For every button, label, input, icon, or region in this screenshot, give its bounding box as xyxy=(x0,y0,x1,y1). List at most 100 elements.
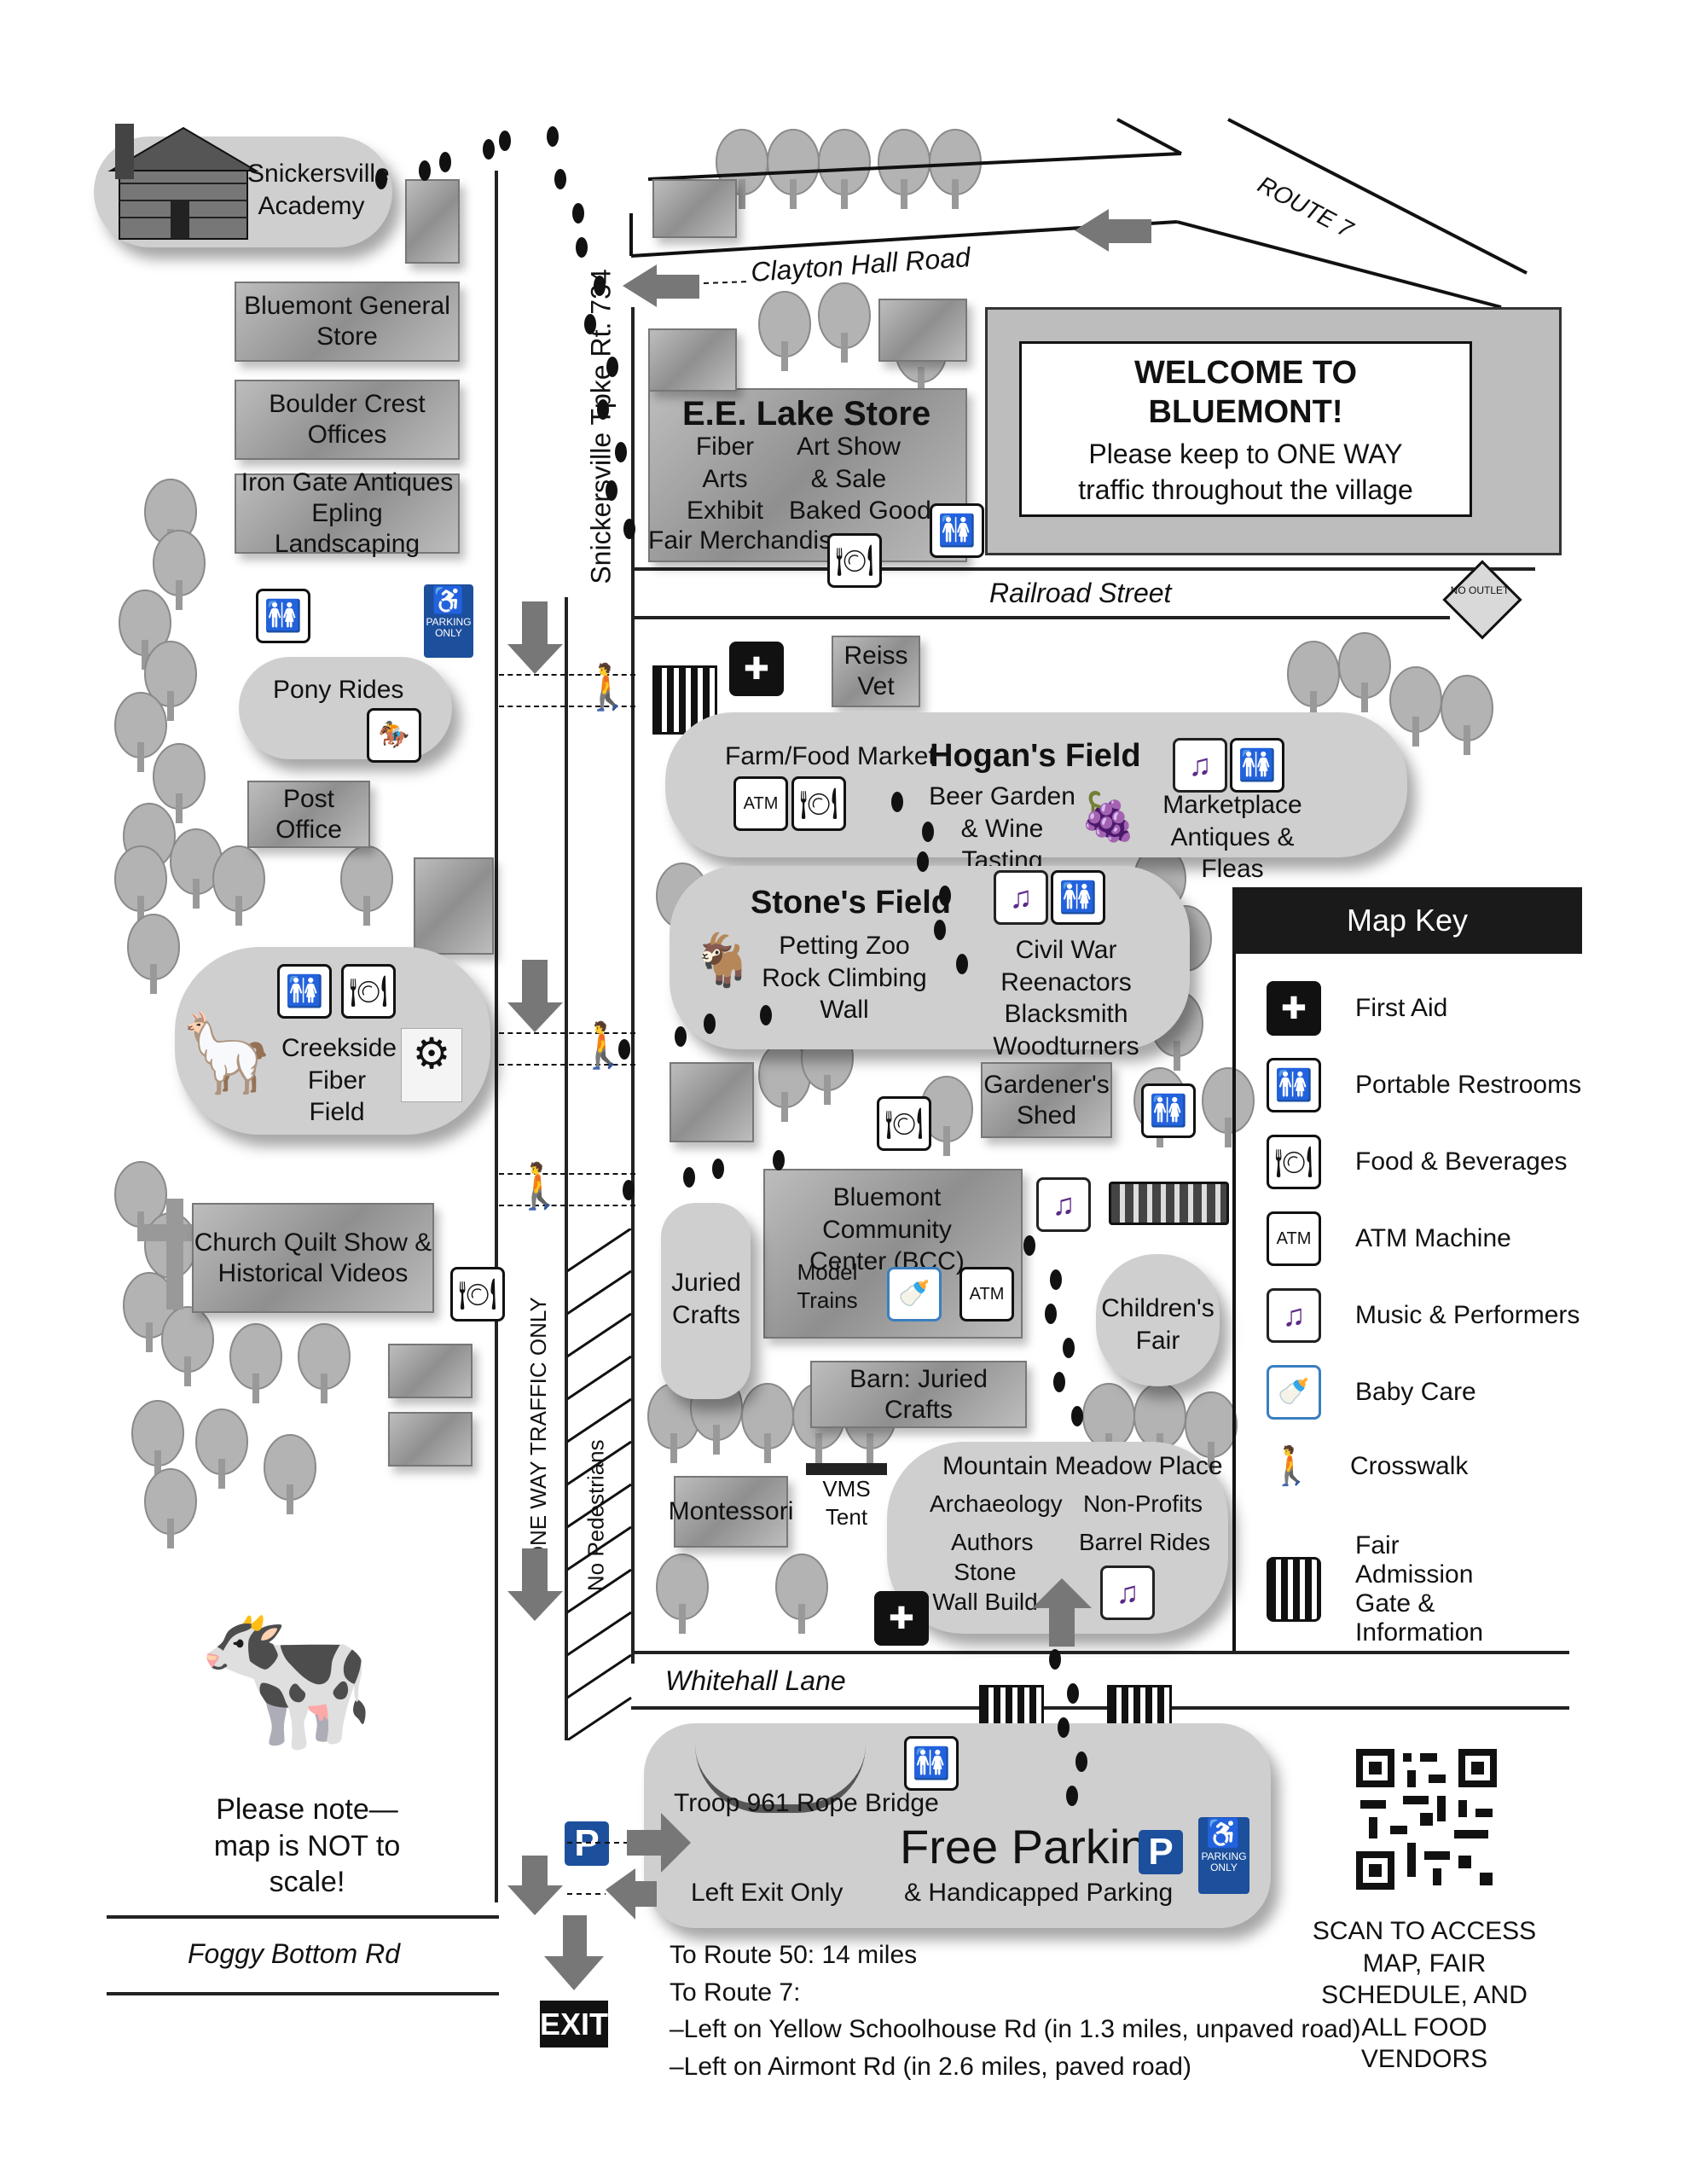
scan-label: SCAN TO ACCESS MAP, FAIR SCHEDULE, AND A… xyxy=(1312,1917,1537,2073)
rope-bridge-icon xyxy=(695,1745,866,1813)
key-row: ATM ATM Machine xyxy=(1267,1211,1511,1266)
key-label: Food & Beverages xyxy=(1355,1147,1568,1176)
restroom-icon: 🚻 xyxy=(1051,870,1105,925)
horse-rider-icon: 🏇 xyxy=(367,708,421,763)
footprint xyxy=(922,822,934,842)
general-store-building: Bluemont General Store xyxy=(235,282,460,362)
tree-icon xyxy=(775,1554,828,1634)
vms-tent-label: VMS Tent xyxy=(822,1476,871,1530)
tree-icon xyxy=(340,845,393,926)
restroom-icon: 🚻 xyxy=(277,964,332,1019)
footprint xyxy=(594,276,606,296)
ee-lake-store-building xyxy=(648,388,967,562)
up-arrow xyxy=(1032,1578,1092,1647)
road-line xyxy=(631,616,1450,619)
tree-icon xyxy=(1185,1391,1238,1472)
qr-code[interactable] xyxy=(1356,1749,1497,1890)
parking-arrows xyxy=(567,1813,691,1920)
tree-icon xyxy=(264,1434,316,1514)
grapes-icon: 🍇 xyxy=(1079,790,1138,843)
tree-icon xyxy=(114,692,167,772)
baby-care-icon: 🍼 xyxy=(887,1267,942,1321)
tree-icon xyxy=(195,1409,248,1489)
tree-icon xyxy=(878,129,930,209)
baked-goods-label: Baked Goods xyxy=(789,497,944,525)
food-icon: 🍽 xyxy=(1267,1135,1321,1189)
stones-field-title: Stone's Field xyxy=(751,885,951,921)
tree-icon xyxy=(161,1306,214,1386)
footprint xyxy=(1071,1406,1083,1426)
clayton-arrows xyxy=(623,209,1151,307)
footprint xyxy=(1045,1304,1057,1324)
handicapped-parking-label: & Handicapped Parking xyxy=(904,1879,1174,1907)
footprint xyxy=(584,314,596,334)
restroom-icon: 🚻 xyxy=(256,589,310,643)
tree-icon xyxy=(114,845,167,926)
directions-line: To Route 50: 14 miles xyxy=(670,1941,918,1969)
model-trains-label: Model Trains xyxy=(797,1259,858,1313)
tree-icon xyxy=(758,291,811,371)
handicap-parking-sign: ♿ PARKING ONLY xyxy=(1198,1817,1249,1894)
footprint xyxy=(917,851,929,872)
one-way-arrows xyxy=(507,601,563,1915)
footprint xyxy=(1023,1235,1035,1256)
left-exit-label: Left Exit Only xyxy=(691,1879,844,1907)
key-row: ✚ First Aid xyxy=(1267,981,1447,1036)
welcome-body: Please keep to ONE WAY traffic throughou… xyxy=(1078,439,1413,505)
footprint xyxy=(1067,1683,1079,1704)
first-aid-icon: ✚ xyxy=(874,1591,929,1646)
key-row: 🍽 Food & Beverages xyxy=(1267,1135,1567,1189)
ee-lake-store-title: E.E. Lake Store xyxy=(682,395,931,433)
footprint xyxy=(773,1150,785,1170)
crosswalk-icon: 🚶 xyxy=(1267,1442,1316,1491)
whitehall-lane-label: Whitehall Lane xyxy=(665,1665,846,1696)
spinning-wheel-icon: ⚙ xyxy=(401,1028,462,1102)
key-row: 🚻 Portable Restrooms xyxy=(1267,1058,1581,1112)
road-line xyxy=(631,567,1535,571)
footprint xyxy=(606,480,617,501)
key-row: Fair Admission Gate & Information xyxy=(1267,1531,1509,1647)
restroom-icon: 🚻 xyxy=(930,503,984,558)
key-label: ATM Machine xyxy=(1355,1224,1511,1252)
restroom-icon: 🚻 xyxy=(1267,1058,1321,1112)
footprint xyxy=(419,160,431,181)
road-line xyxy=(107,1915,499,1919)
no-outlet-label: NO OUTLET xyxy=(1450,584,1510,596)
exit-down-arrow xyxy=(544,1915,604,1990)
montessori-building: Montessori xyxy=(669,1476,793,1548)
small-building xyxy=(648,328,737,392)
gardeners-shed-building: Gardener's Shed xyxy=(981,1062,1112,1138)
footprint xyxy=(1075,1751,1087,1772)
small-building xyxy=(414,857,494,955)
small-building xyxy=(670,1062,754,1142)
road-line xyxy=(631,307,635,1664)
tree-icon xyxy=(818,129,871,209)
post-office-building: Post Office xyxy=(247,781,370,848)
authors-label: Authors xyxy=(951,1529,1034,1555)
key-row: ♫ Music & Performers xyxy=(1267,1288,1580,1343)
footprint xyxy=(760,1005,772,1025)
footprint xyxy=(572,203,584,224)
tree-icon xyxy=(153,743,206,823)
crosswalk-icon: 🚶 xyxy=(512,1162,567,1211)
parking-only-label: PARKING ONLY xyxy=(426,616,472,640)
hogans-field-title: Hogan's Field xyxy=(930,738,1141,774)
music-icon: ♫ xyxy=(1173,738,1227,793)
alpaca-icon: 🦙 xyxy=(179,1011,275,1096)
tree-icon xyxy=(119,590,171,670)
music-icon: ♫ xyxy=(1267,1288,1321,1343)
tree-icon xyxy=(1441,675,1493,755)
footprint xyxy=(704,1014,716,1034)
crosswalk xyxy=(499,1032,635,1066)
tree-icon xyxy=(144,1468,197,1548)
welcome-inner: WELCOME TO BLUEMONT! Please keep to ONE … xyxy=(1019,341,1472,517)
map-key-title: Map Key xyxy=(1232,887,1582,954)
boulder-crest-building: Boulder Crest Offices xyxy=(235,380,460,460)
iron-gate-building: Iron Gate Antiques Epling Landscaping xyxy=(235,468,460,558)
archaeology-label: Archaeology xyxy=(930,1490,1063,1517)
rope-bridge-label: Troop 961 Rope Bridge xyxy=(674,1789,939,1817)
footprint xyxy=(683,1167,695,1188)
footprint xyxy=(1050,1269,1062,1290)
tree-icon xyxy=(212,845,265,926)
tree-icon xyxy=(1338,632,1391,712)
